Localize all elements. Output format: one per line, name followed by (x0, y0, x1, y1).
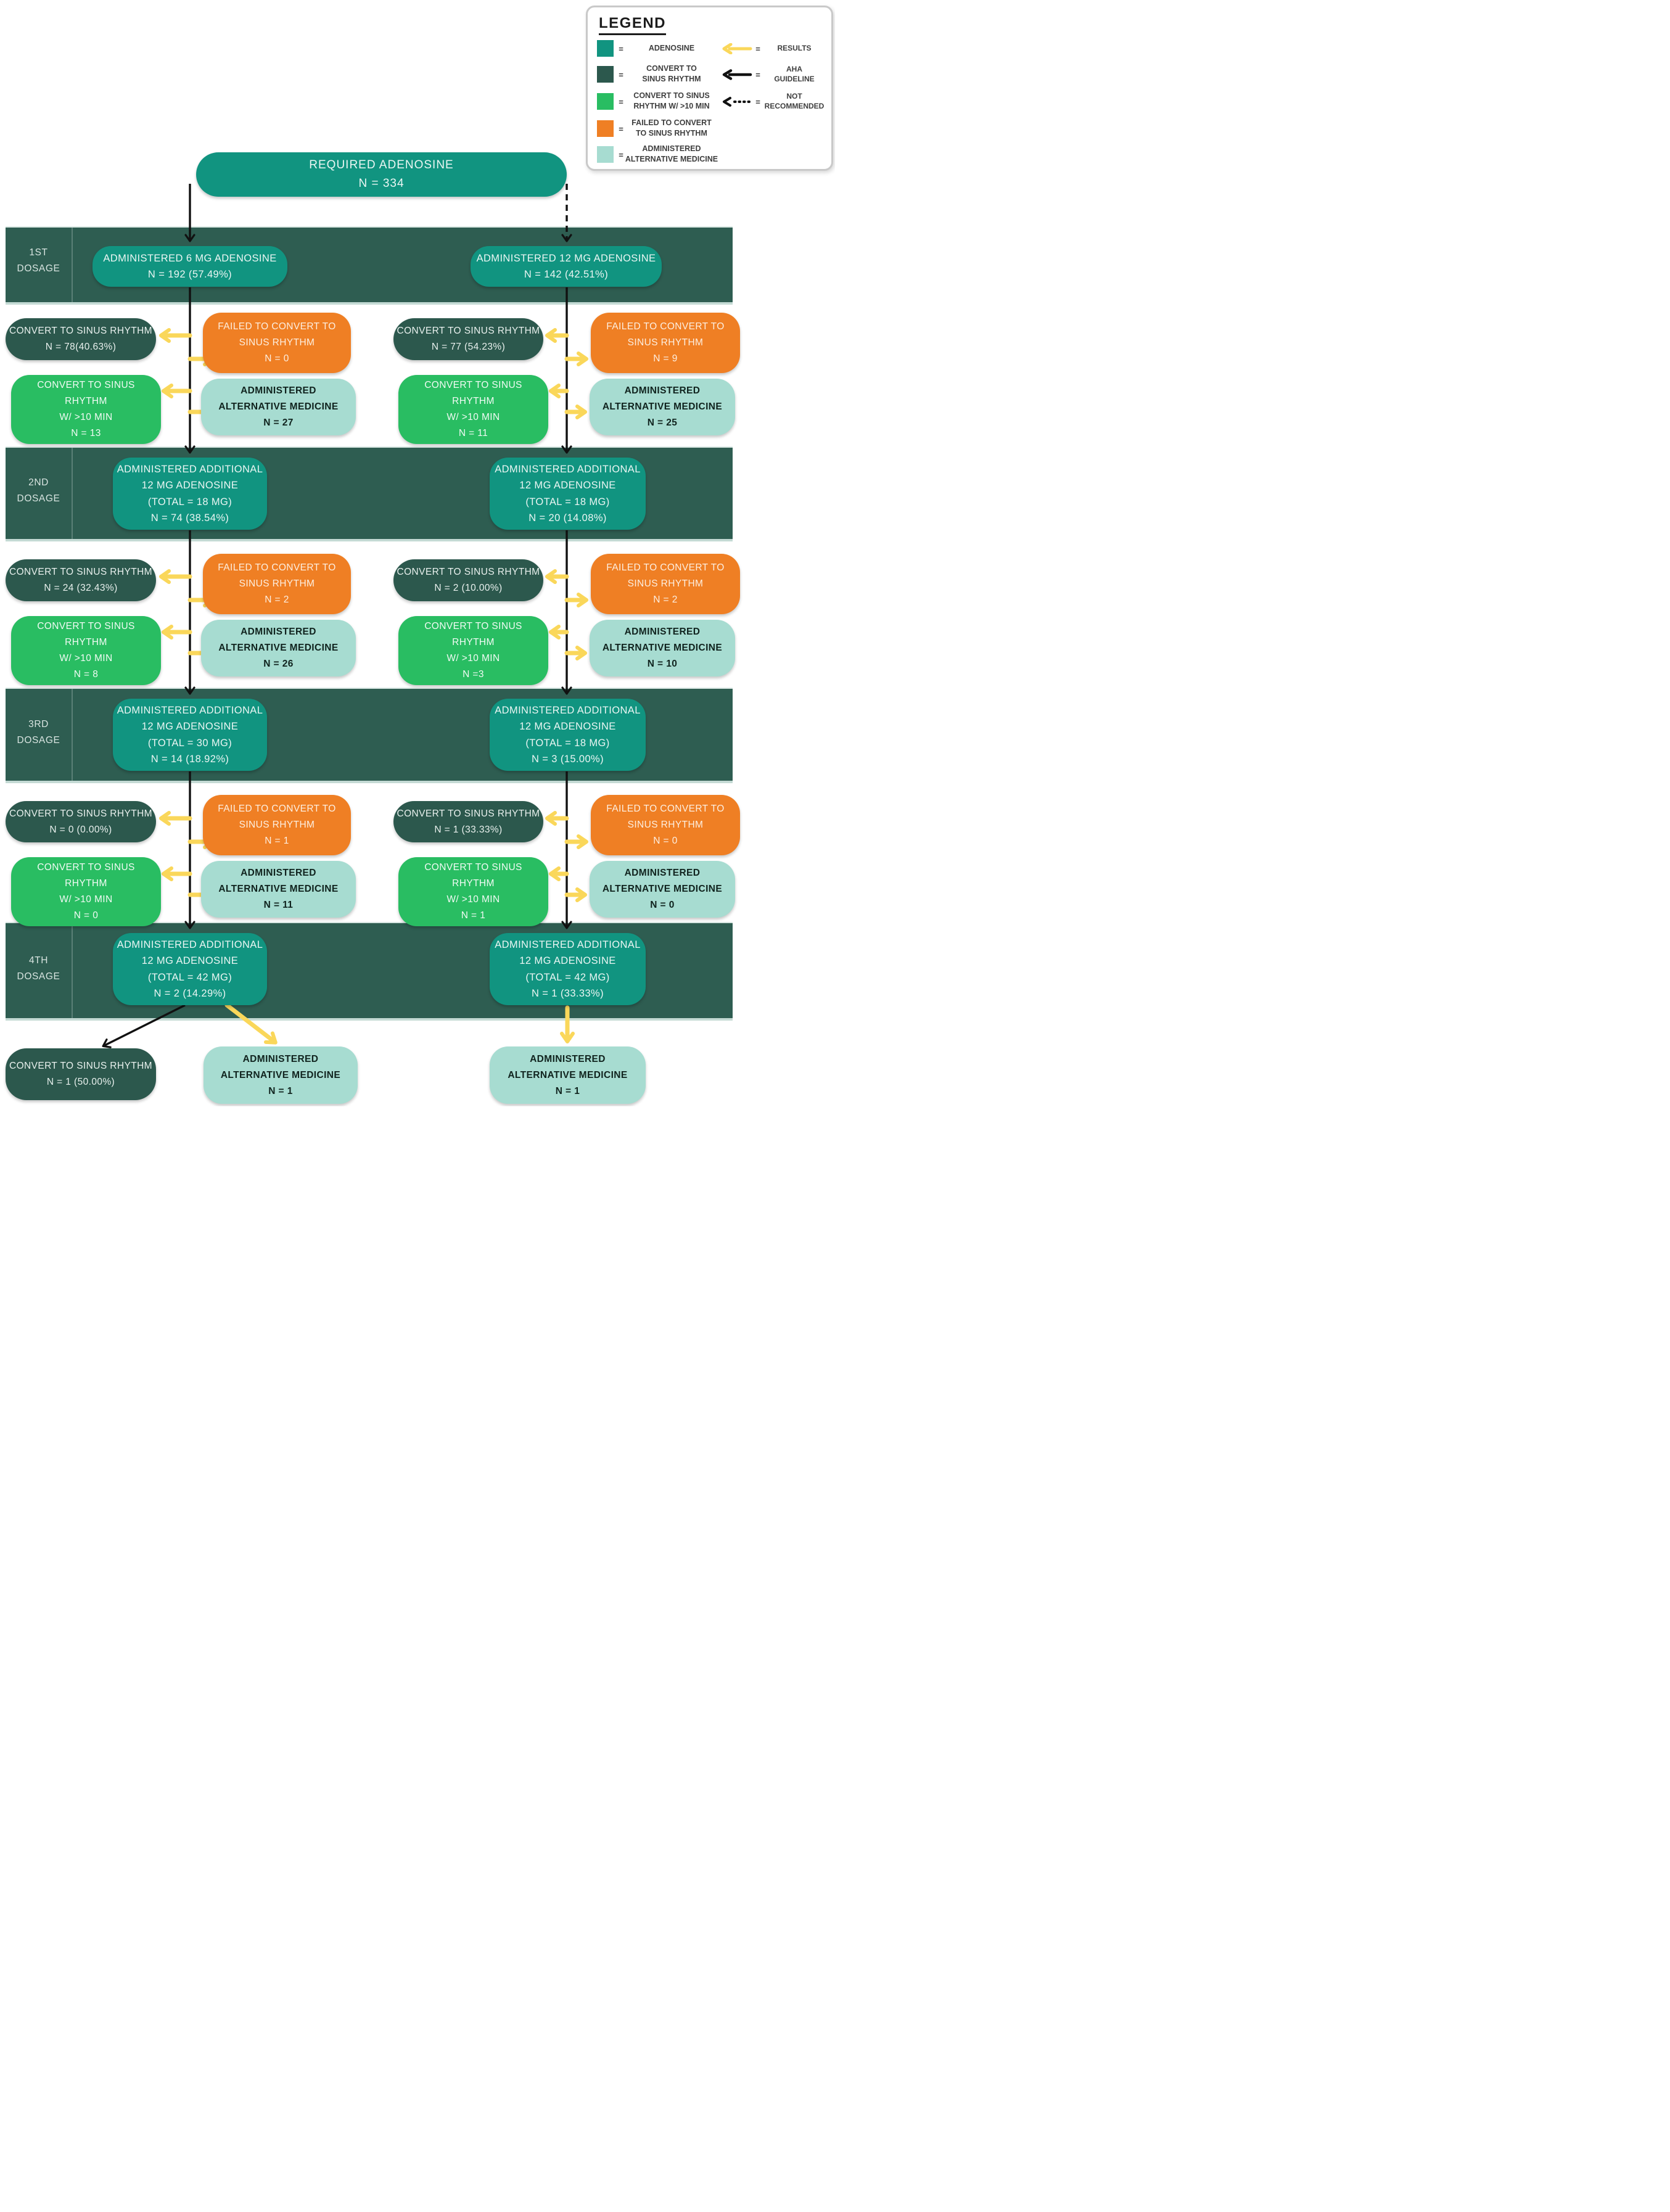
legend-label-adenosine: ADENOSINE (648, 43, 695, 52)
alt-medicine-box: ADMINISTERED ALTERNATIVE MEDICINE N = 0 (590, 861, 735, 918)
failed-box: FAILED TO CONVERT TO SINUS RHYTHM N = 0 (591, 795, 740, 855)
convert-box-final: CONVERT TO SINUS RHYTHM N = 1 (50.00%) (6, 1048, 156, 1100)
legend-swatch-failed (597, 120, 614, 137)
convert-10min-box: CONVERT TO SINUS RHYTHM W/ >10 MIN N = 1 (398, 857, 548, 926)
alt-medicine-box: ADMINISTERED ALTERNATIVE MEDICINE N = 11 (201, 861, 356, 918)
band-label-3rd: 3RD DOSAGE (17, 719, 60, 746)
dose-box-4th-right: ADMINISTERED ADDITIONAL 12 MG ADENOSINE … (490, 933, 646, 1005)
equals-sign: = (755, 97, 760, 107)
alt-medicine-box: ADMINISTERED ALTERNATIVE MEDICINE N = 10 (590, 620, 735, 676)
band-divider (72, 923, 73, 1018)
legend-label-results: RESULTS (777, 43, 812, 52)
alt-medicine-box-final-left: ADMINISTERED ALTERNATIVE MEDICINE N = 1 (204, 1046, 358, 1104)
not-recommended-arrow-icon (721, 96, 753, 107)
dose-box-3rd-right: ADMINISTERED ADDITIONAL 12 MG ADENOSINE … (490, 699, 646, 771)
legend-label-failed: FAILED TO CONVERT TO SINUS RHYTHM (631, 118, 712, 138)
dose-box-2nd-right: ADMINISTERED ADDITIONAL 12 MG ADENOSINE … (490, 458, 646, 530)
results-arrow-icon (721, 43, 753, 55)
aha-guideline-arrows-left (102, 184, 195, 1048)
convert-10min-box: CONVERT TO SINUS RHYTHM W/ >10 MIN N = 1… (11, 375, 161, 444)
convert-box: CONVERT TO SINUS RHYTHM N = 2 (10.00%) (393, 559, 543, 601)
equals-sign: = (619, 44, 623, 54)
adenosine-flowchart: 1ST DOSAGE 2ND DOSAGE 3RD DOSAGE 4TH DOS… (0, 0, 835, 1106)
band-divider (72, 689, 73, 781)
legend-label-aha-guideline: AHA GUIDELINE (774, 64, 815, 83)
equals-sign: = (619, 97, 623, 107)
equals-sign: = (619, 125, 623, 134)
legend-title: LEGEND (599, 15, 667, 35)
failed-box: FAILED TO CONVERT TO SINUS RHYTHM N = 0 (203, 313, 351, 373)
legend-swatch-convert-10min (597, 93, 614, 110)
failed-box: FAILED TO CONVERT TO SINUS RHYTHM N = 1 (203, 795, 351, 855)
convert-box: CONVERT TO SINUS RHYTHM N = 77 (54.23%) (393, 318, 543, 360)
convert-box: CONVERT TO SINUS RHYTHM N = 1 (33.33%) (393, 801, 543, 842)
equals-sign: = (755, 70, 760, 80)
legend-panel: LEGEND = ADENOSINE = CONVERT TO SINUS RH… (586, 6, 833, 171)
aha-guideline-arrow-icon (721, 69, 753, 80)
equals-sign: = (619, 150, 623, 160)
legend-swatch-convert (597, 66, 614, 83)
dose-box-2nd-left: ADMINISTERED ADDITIONAL 12 MG ADENOSINE … (113, 458, 267, 530)
failed-box: FAILED TO CONVERT TO SINUS RHYTHM N = 9 (591, 313, 740, 373)
alt-medicine-box-final-right: ADMINISTERED ALTERNATIVE MEDICINE N = 1 (490, 1046, 646, 1104)
dose-box-1st-left: ADMINISTERED 6 MG ADENOSINE N = 192 (57.… (93, 246, 287, 287)
convert-10min-box: CONVERT TO SINUS RHYTHM W/ >10 MIN N = 1… (398, 375, 548, 444)
root-node: REQUIRED ADENOSINE N = 334 (196, 152, 567, 197)
convert-box: CONVERT TO SINUS RHYTHM N = 24 (32.43%) (6, 559, 156, 601)
legend-label-convert-10min: CONVERT TO SINUS RHYTHM W/ >10 MIN (633, 91, 710, 110)
convert-box: CONVERT TO SINUS RHYTHM N = 78(40.63%) (6, 318, 156, 360)
legend-label-not-recommended: NOT RECOMMENDED (764, 91, 825, 110)
failed-box: FAILED TO CONVERT TO SINUS RHYTHM N = 2 (203, 554, 351, 614)
alt-medicine-box: ADMINISTERED ALTERNATIVE MEDICINE N = 25 (590, 379, 735, 435)
convert-10min-box: CONVERT TO SINUS RHYTHM W/ >10 MIN N = 0 (11, 857, 161, 926)
dose-box-4th-left: ADMINISTERED ADDITIONAL 12 MG ADENOSINE … (113, 933, 267, 1005)
legend-label-alt-medicine: ADMINISTERED ALTERNATIVE MEDICINE (625, 144, 718, 163)
alt-medicine-box: ADMINISTERED ALTERNATIVE MEDICINE N = 27 (201, 379, 356, 435)
legend-swatch-adenosine (597, 40, 614, 57)
failed-box: FAILED TO CONVERT TO SINUS RHYTHM N = 2 (591, 554, 740, 614)
band-divider (72, 448, 73, 539)
convert-10min-box: CONVERT TO SINUS RHYTHM W/ >10 MIN N =3 (398, 616, 548, 685)
node-layer: REQUIRED ADENOSINE N = 334 ADMINISTERED … (0, 0, 835, 1106)
band-label-4th: 4TH DOSAGE (17, 955, 60, 982)
legend-label-convert: CONVERT TO SINUS RHYTHM (642, 64, 701, 83)
band-divider (72, 228, 73, 302)
equals-sign: = (755, 44, 760, 54)
band-label-2nd: 2ND DOSAGE (17, 477, 60, 504)
equals-sign: = (619, 70, 623, 80)
legend-swatch-alt-medicine (597, 146, 614, 163)
convert-box: CONVERT TO SINUS RHYTHM N = 0 (0.00%) (6, 801, 156, 842)
alt-medicine-box: ADMINISTERED ALTERNATIVE MEDICINE N = 26 (201, 620, 356, 676)
dose-box-1st-right: ADMINISTERED 12 MG ADENOSINE N = 142 (42… (471, 246, 662, 287)
dose-box-3rd-left: ADMINISTERED ADDITIONAL 12 MG ADENOSINE … (113, 699, 267, 771)
convert-10min-box: CONVERT TO SINUS RHYTHM W/ >10 MIN N = 8 (11, 616, 161, 685)
band-label-1st: 1ST DOSAGE (17, 247, 60, 274)
